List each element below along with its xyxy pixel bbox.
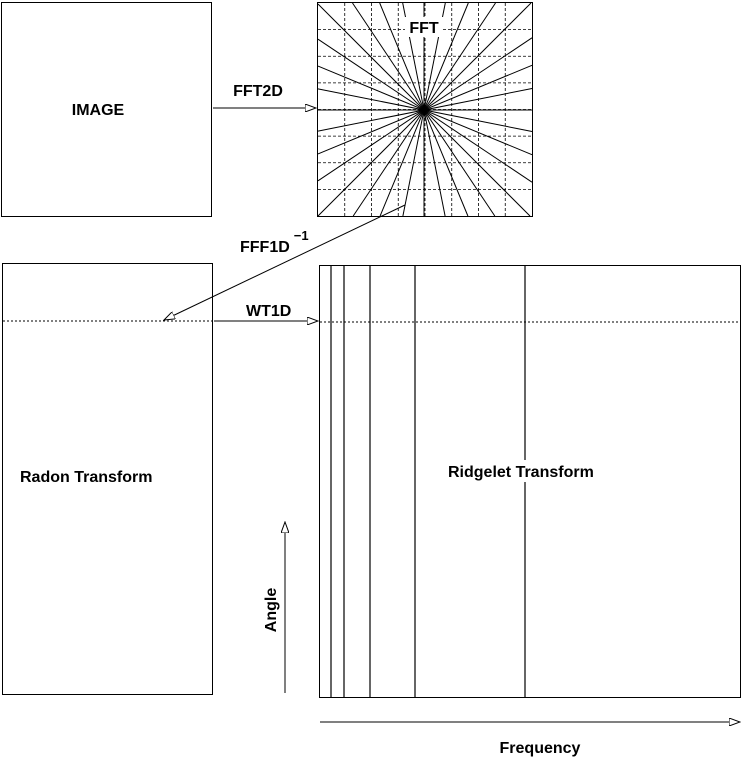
ridgelet-label-bg bbox=[448, 460, 620, 482]
ridgelet-box bbox=[319, 265, 741, 698]
radon-box bbox=[2, 263, 213, 695]
fft-label-bg bbox=[405, 17, 443, 37]
frequency-axis-label: Frequency bbox=[500, 740, 581, 757]
fft-box-label: FFT bbox=[409, 20, 439, 37]
image-box bbox=[1, 2, 212, 217]
fft2d-label: FFT2D bbox=[233, 83, 283, 100]
fft-radial-line bbox=[317, 88, 533, 132]
angle-axis-label: Angle bbox=[263, 588, 280, 633]
fft1d-inverse-label: FFF1D−1 bbox=[240, 228, 309, 256]
ridgelet-label: Ridgelet Transform bbox=[448, 464, 594, 481]
fft1d-inverse-arrow bbox=[164, 204, 406, 320]
radon-label: Radon Transform bbox=[20, 469, 152, 486]
image-label: IMAGE bbox=[72, 102, 125, 119]
wt1d-label: WT1D bbox=[246, 303, 291, 320]
fft1d-inverse-superscript: −1 bbox=[294, 228, 309, 243]
fft-box bbox=[317, 2, 533, 217]
fft-radial-lines bbox=[317, 2, 533, 217]
